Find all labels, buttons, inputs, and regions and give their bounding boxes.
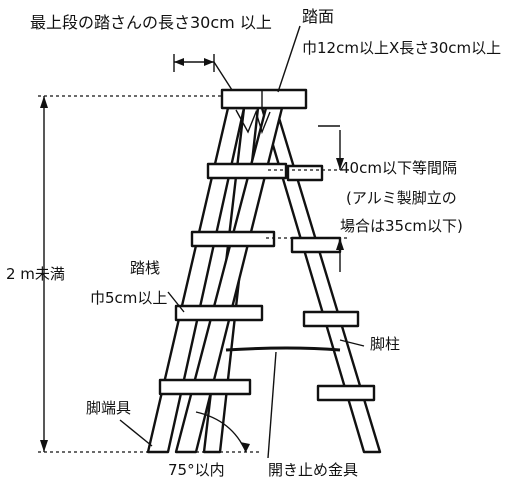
height-dimension — [38, 95, 230, 453]
spreader-bar — [225, 346, 341, 352]
top-step-length-label: 最上段の踏さんの長さ30cm 以上 — [30, 13, 272, 32]
spacing-line3-label: 場合は35cm以下) — [340, 217, 463, 235]
spacing-line2-label: (アルミ製脚立の — [346, 189, 457, 207]
foot-label: 脚端具 — [86, 399, 132, 417]
height-label: 2 m未満 — [6, 265, 65, 283]
back-rungs — [286, 164, 376, 402]
spreader-label: 開き止め金具 — [268, 461, 359, 479]
angle-label: 75°以内 — [168, 461, 225, 479]
tread-size-label: 巾12cm以上X長さ30cm以上 — [302, 39, 502, 57]
top-tread — [220, 88, 308, 135]
rung-title-label: 踏桟 — [130, 259, 161, 277]
tread-title-label: 踏面 — [302, 7, 335, 26]
top-width-dimension — [173, 54, 233, 91]
front-rungs — [158, 162, 288, 396]
rung-width-label: 巾5cm以上 — [90, 289, 168, 307]
spacing-line1-label: 40cm以下等間隔 — [340, 159, 457, 177]
spacing-dimension — [266, 125, 350, 272]
leg-label: 脚柱 — [370, 335, 401, 353]
angle-indicator — [190, 411, 262, 453]
leader-lines — [119, 25, 365, 459]
